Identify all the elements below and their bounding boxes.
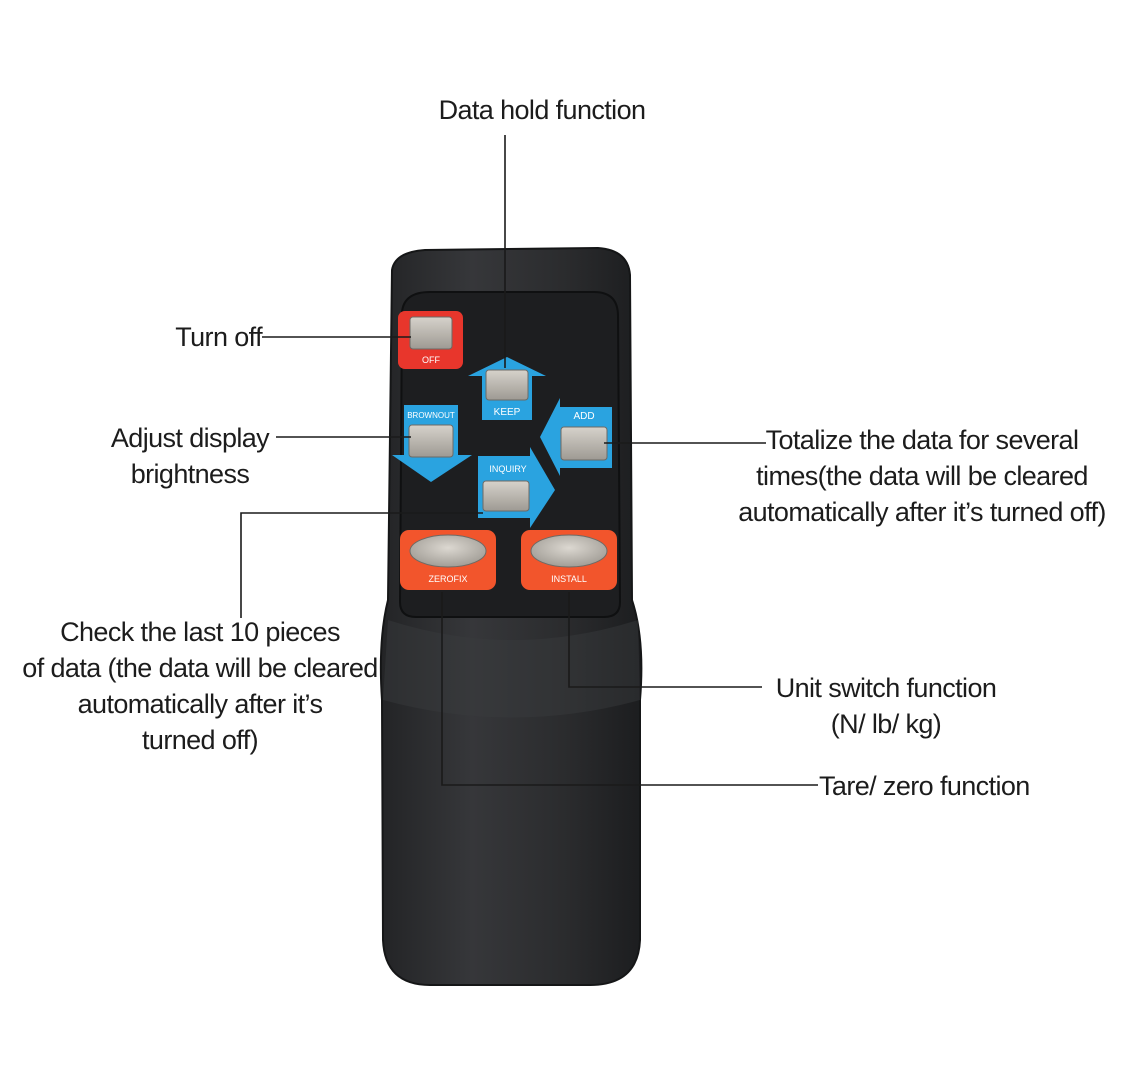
callout-totalize: Totalize the data for several times(the … — [738, 425, 1106, 527]
install-button-label: INSTALL — [551, 574, 587, 584]
inquiry-button-label: INQUIRY — [489, 464, 526, 474]
callout-turn-off: Turn off — [175, 322, 262, 352]
remote-grip-shade — [383, 620, 640, 718]
callout-unit-switch: Unit switch function (N/ lb/ kg) — [775, 673, 997, 739]
leader-tare-zero — [441, 592, 818, 786]
callout-tare-zero: Tare/ zero function — [819, 771, 1030, 801]
callout-adjust-brightness: Adjust display brightness — [110, 423, 270, 489]
leader-unit-switch — [568, 592, 762, 688]
callout-check-last: Check the last 10 pieces of data (the da… — [22, 617, 378, 755]
add-button[interactable] — [560, 426, 608, 461]
zerofix-button-label: ZEROFIX — [428, 574, 467, 584]
off-button[interactable] — [409, 316, 453, 350]
zerofix-button[interactable] — [409, 534, 487, 568]
keep-button-label: KEEP — [494, 407, 521, 418]
off-button-label: OFF — [422, 355, 440, 365]
callout-data-hold: Data hold function — [438, 95, 646, 125]
brownout-button[interactable] — [408, 424, 454, 458]
install-button[interactable] — [530, 534, 608, 568]
leader-check-last — [240, 512, 483, 618]
brownout-button-label: BROWNOUT — [407, 411, 455, 420]
inquiry-button[interactable] — [482, 480, 530, 512]
add-button-label: ADD — [573, 411, 594, 422]
leader-lines — [240, 135, 818, 786]
keep-button[interactable] — [485, 369, 529, 401]
